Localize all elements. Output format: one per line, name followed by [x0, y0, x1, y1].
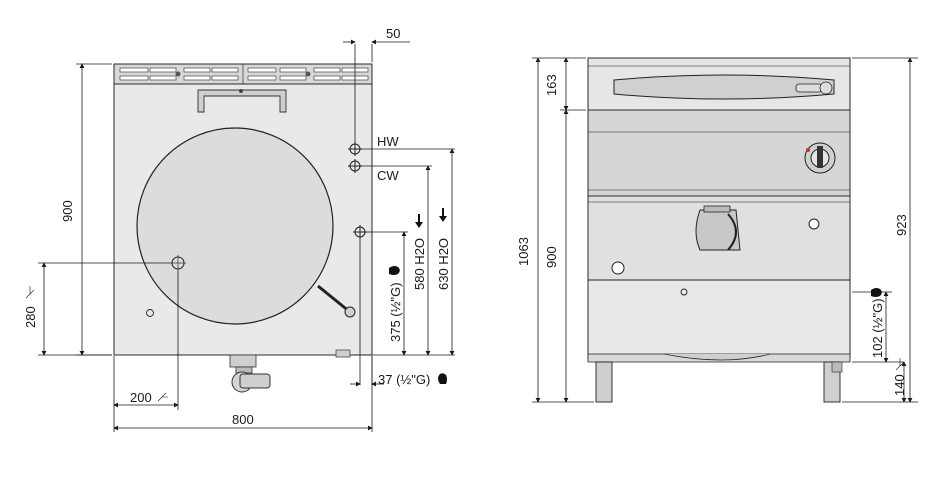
dim-140: 140 — [892, 374, 907, 396]
label-cw: CW — [377, 168, 399, 183]
dim-37-group: 37 (½"G) — [350, 372, 447, 387]
front-lid — [613, 74, 835, 100]
label-hw: HW — [377, 134, 399, 149]
dim-900: 900 — [544, 246, 559, 268]
dim-280-group: 280 — [23, 286, 38, 328]
lid-handle — [317, 284, 351, 314]
power-icon — [808, 218, 820, 230]
arrow-up-icon — [415, 214, 423, 228]
drain-tap — [229, 354, 271, 393]
rail-screw-left — [175, 71, 181, 77]
dim-375-group: 375 (½"G) — [388, 266, 403, 342]
dim-102-group: 102 (½"G) — [870, 288, 885, 358]
gas-icon — [438, 373, 447, 384]
gas-icon — [871, 288, 882, 297]
top-view: 50 900 280 200 800 HW CW 375 (½"G) 580 H… — [23, 26, 455, 432]
tilt-handle[interactable] — [695, 205, 741, 251]
leg-left — [595, 361, 613, 403]
dim-140-group: 140 — [892, 358, 907, 396]
dim-depth: 900 — [60, 200, 75, 222]
front-view: 1063 163 900 923 102 (½"G) 140 — [516, 57, 918, 403]
dim-375: 375 (½"G) — [388, 282, 403, 342]
dim-200: 200 — [130, 390, 152, 405]
dim-580: 580 H2O — [412, 238, 427, 290]
dim-580-group: 580 H2O — [412, 214, 427, 290]
dim-280: 280 — [23, 306, 38, 328]
lid-hinge — [197, 89, 287, 113]
dim-630: 630 H2O — [436, 238, 451, 290]
rail-screw-right — [305, 71, 311, 77]
dim-630-group: 630 H2O — [436, 208, 451, 290]
small-hole — [146, 309, 154, 317]
dim-163: 163 — [544, 74, 559, 96]
dim-1063: 1063 — [516, 237, 531, 266]
dim-37: 37 (½"G) — [378, 372, 430, 387]
gas-icon — [389, 266, 400, 275]
front-lower-section — [587, 279, 851, 359]
dim-923: 923 — [894, 214, 909, 236]
gear-icon — [611, 261, 625, 275]
dim-width: 800 — [232, 412, 254, 427]
dim-top-offset: 50 — [386, 26, 400, 41]
kettle-lid — [136, 127, 334, 325]
control-knob[interactable] — [804, 142, 836, 174]
arrow-up-icon — [439, 208, 447, 222]
dim-102: 102 (½"G) — [870, 298, 885, 358]
dim-200-group: 200 — [130, 390, 168, 405]
